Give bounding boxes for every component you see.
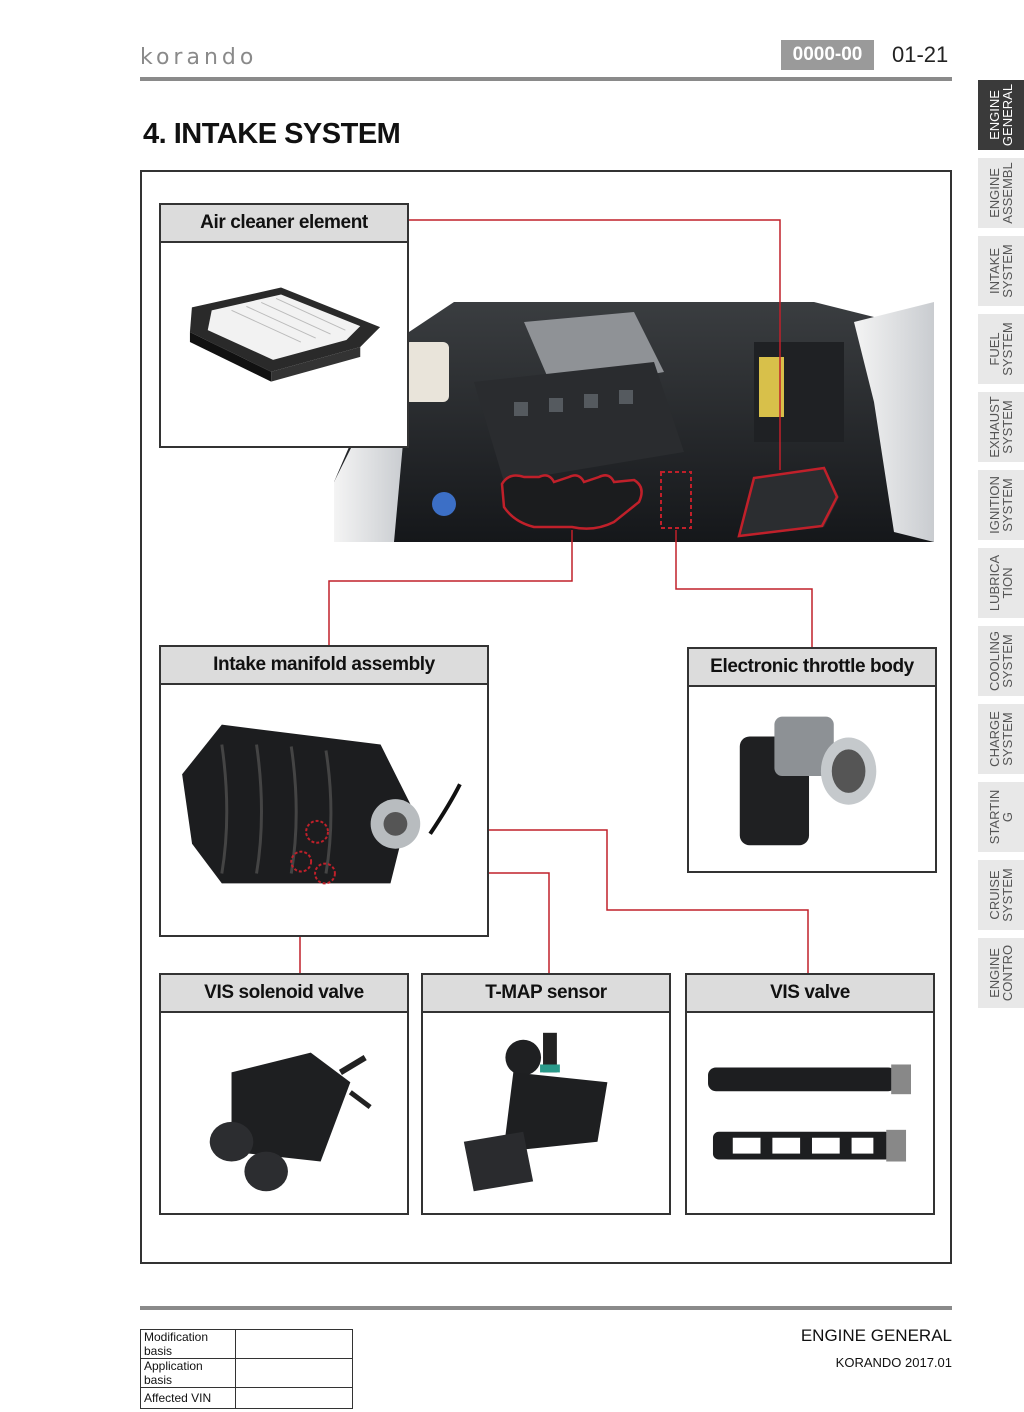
section-tab[interactable]: CRUISE SYSTEM	[978, 860, 1024, 932]
application-basis-value	[235, 1358, 353, 1388]
tmap-sensor-label: T-MAP sensor	[423, 975, 669, 1013]
vis-valve-label: VIS valve	[687, 975, 933, 1013]
air-cleaner-image	[161, 243, 407, 446]
affected-vin-label: Affected VIN	[140, 1387, 236, 1409]
throttle-body-label: Electronic throttle body	[689, 649, 935, 687]
modification-basis-label: Modification basis	[140, 1329, 236, 1359]
vis-solenoid-card: VIS solenoid valve	[159, 973, 409, 1215]
header-divider	[140, 77, 952, 81]
table-row: Application basis	[140, 1358, 353, 1388]
section-tab[interactable]: ENGINE GENERAL	[978, 80, 1024, 152]
section-tab[interactable]: COOLING SYSTEM	[978, 626, 1024, 698]
intake-manifold-image	[161, 685, 487, 935]
table-row: Affected VIN	[140, 1387, 353, 1409]
tmap-sensor-card: T-MAP sensor	[421, 973, 671, 1215]
intake-manifold-label: Intake manifold assembly	[161, 647, 487, 685]
application-basis-label: Application basis	[140, 1358, 236, 1388]
engine-bay-photo	[334, 282, 934, 554]
footer-model-date: KORANDO 2017.01	[835, 1355, 952, 1370]
table-row: Modification basis	[140, 1329, 353, 1359]
brand-logo: korando	[140, 44, 340, 70]
document-code: 0000-00	[781, 40, 874, 70]
section-tab[interactable]: ENGINE CONTRO	[978, 938, 1024, 1010]
page-title: 4. INTAKE SYSTEM	[143, 118, 401, 150]
affected-vin-value	[235, 1387, 353, 1409]
footer-divider	[140, 1306, 952, 1310]
section-tab[interactable]: STARTIN G	[978, 782, 1024, 854]
section-tab[interactable]: FUEL SYSTEM	[978, 314, 1024, 386]
throttle-body-image	[689, 687, 935, 871]
modification-table: Modification basis Application basis Aff…	[140, 1329, 353, 1409]
air-cleaner-label: Air cleaner element	[161, 205, 407, 243]
section-tab[interactable]: IGNITION SYSTEM	[978, 470, 1024, 542]
vis-valve-image	[687, 1013, 933, 1213]
section-tab[interactable]: EXHAUST SYSTEM	[978, 392, 1024, 464]
content-frame	[140, 170, 952, 1264]
throttle-body-card: Electronic throttle body	[687, 647, 937, 873]
footer-section-name: ENGINE GENERAL	[800, 1326, 952, 1345]
vis-solenoid-image	[161, 1013, 407, 1213]
tmap-sensor-image	[423, 1013, 669, 1213]
intake-manifold-card: Intake manifold assembly	[159, 645, 489, 937]
section-tab[interactable]: CHARGE SYSTEM	[978, 704, 1024, 776]
section-tab[interactable]: LUBRICA TION	[978, 548, 1024, 620]
page-number: 01-21	[892, 42, 949, 67]
section-tab[interactable]: ENGINE ASSEMBL	[978, 158, 1024, 230]
modification-basis-value	[235, 1329, 353, 1359]
air-cleaner-card: Air cleaner element	[159, 203, 409, 448]
vis-solenoid-label: VIS solenoid valve	[161, 975, 407, 1013]
section-tab[interactable]: INTAKE SYSTEM	[978, 236, 1024, 308]
svg-text:korando: korando	[140, 45, 257, 70]
vis-valve-card: VIS valve	[685, 973, 935, 1215]
